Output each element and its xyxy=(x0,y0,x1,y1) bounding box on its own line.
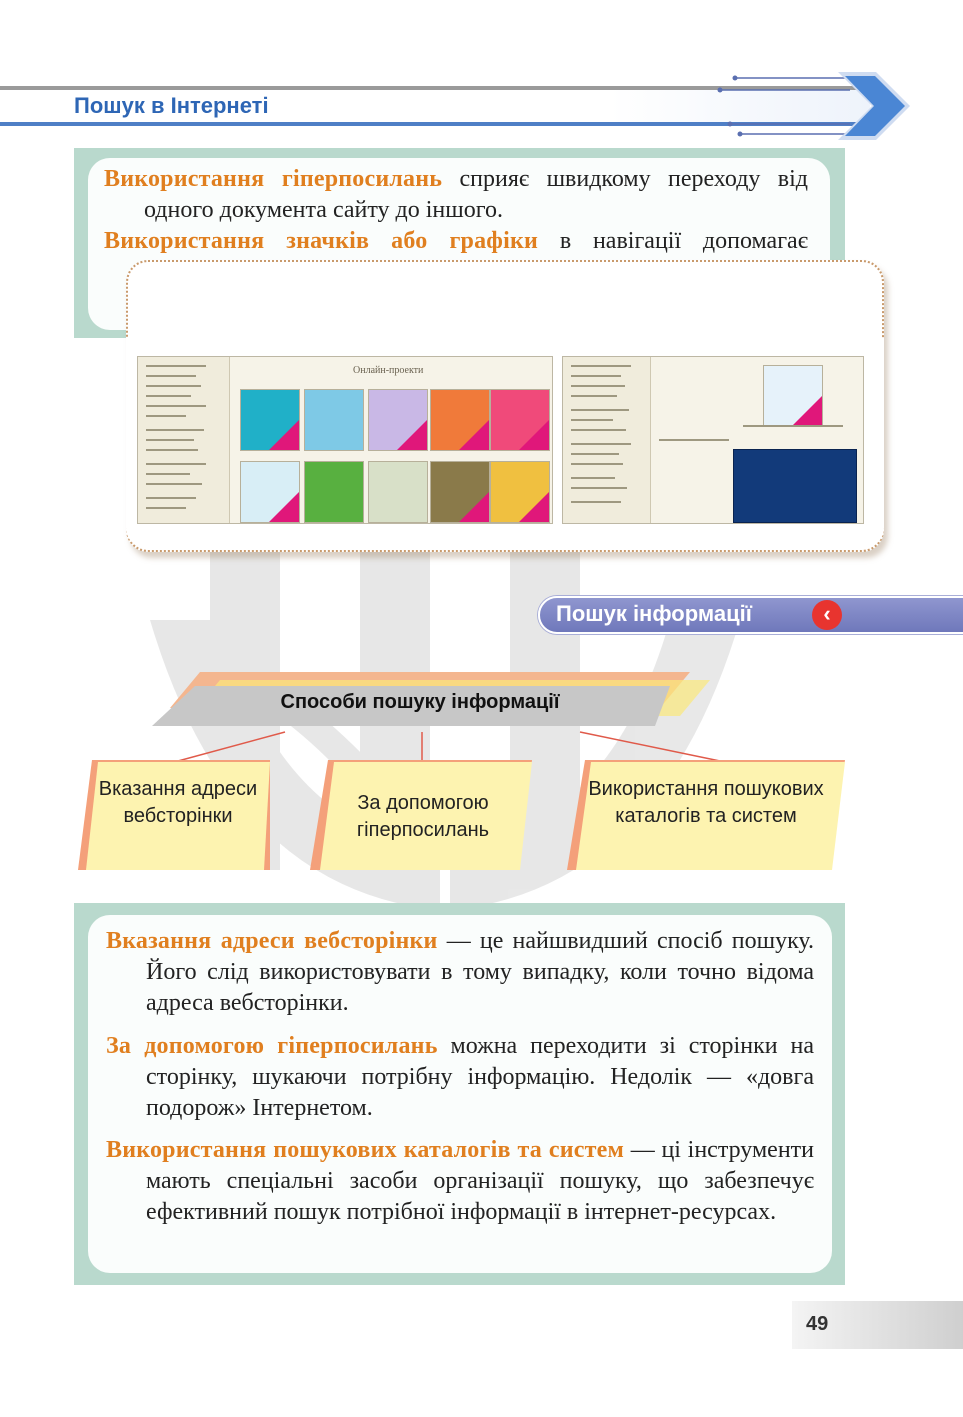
term-icons: Використання значків або графіки xyxy=(104,228,539,254)
search-methods-diagram xyxy=(78,672,845,870)
diagram-node-2 xyxy=(320,762,532,870)
caption-line xyxy=(659,439,729,441)
term-hyperlinks-method: За допомогою гіперпосилань xyxy=(106,1033,438,1059)
project-tile xyxy=(368,461,428,523)
method-paragraph-address: Вказання адреси вебсторінки — це найшвид… xyxy=(106,926,814,1019)
term-hyperlinks: Використання гіперпосилань xyxy=(104,166,443,192)
globe-tile xyxy=(763,365,823,427)
project-tile xyxy=(240,389,300,451)
text-hyperlinks-method: можна переходити зі сторінки на сторінку… xyxy=(146,1033,814,1121)
page-number: 49 xyxy=(806,1313,829,1335)
diagram-node-label-1: Вказання адреси вебсторінки xyxy=(98,778,258,827)
project-tile xyxy=(430,389,490,451)
screenshot-sidebar xyxy=(563,357,651,523)
project-tile xyxy=(490,389,550,451)
caption-line xyxy=(743,425,843,427)
text-search-systems: — ці інструменти мають спеціальні засоби… xyxy=(146,1137,814,1225)
video-preview xyxy=(733,449,857,523)
header-bar xyxy=(0,90,870,126)
section-title: Пошук інформації xyxy=(556,601,752,626)
diagram-connector xyxy=(579,731,721,762)
intro-paragraph-hyperlinks: Використання гіперпосилань сприяє швидко… xyxy=(104,164,808,226)
website-screenshot-right xyxy=(562,356,864,524)
diagram-node-label-3: Використання пошукових каталогів та сист… xyxy=(588,778,824,827)
project-tile xyxy=(304,461,364,523)
section-tab xyxy=(538,596,963,634)
project-tile xyxy=(490,461,550,523)
method-paragraph-hyperlinks: За допомогою гіперпосилань можна переход… xyxy=(106,1031,814,1124)
chevron-left-icon: ‹ xyxy=(812,600,842,630)
diagram-connector xyxy=(177,731,286,762)
diagram-node-1 xyxy=(86,762,270,870)
project-tile xyxy=(430,461,490,523)
diagram-node-label-2: За допомогою гіперпосилань xyxy=(356,792,490,841)
project-tile xyxy=(368,389,428,451)
website-screenshot-left: Онлайн-проекти xyxy=(137,356,553,524)
methods-card xyxy=(88,915,832,1273)
page-number-bar xyxy=(792,1301,963,1349)
text-address: — це найшвидший спосіб пошуку. Його слід… xyxy=(146,928,814,1016)
header-arrow-icon xyxy=(717,72,910,140)
method-paragraph-search-systems: Використання пошукових каталогів та сист… xyxy=(106,1135,814,1228)
diagram-title-ribbon xyxy=(152,686,670,726)
term-address: Вказання адреси вебсторінки xyxy=(106,928,438,954)
term-search-systems: Використання пошукових каталогів та сист… xyxy=(106,1137,625,1163)
diagram-title: Способи пошуку інформації xyxy=(280,691,560,713)
header-top-line xyxy=(0,86,860,90)
diagram-node-3 xyxy=(576,762,845,870)
text-hyperlinks: сприяє швидкому переходу від одного доку… xyxy=(144,166,808,223)
project-tile xyxy=(304,389,364,451)
page-header-title: Пошук в Інтернеті xyxy=(74,93,269,118)
project-tile xyxy=(240,461,300,523)
screenshot-title: Онлайн-проекти xyxy=(353,365,424,376)
screenshot-sidebar xyxy=(138,357,230,523)
